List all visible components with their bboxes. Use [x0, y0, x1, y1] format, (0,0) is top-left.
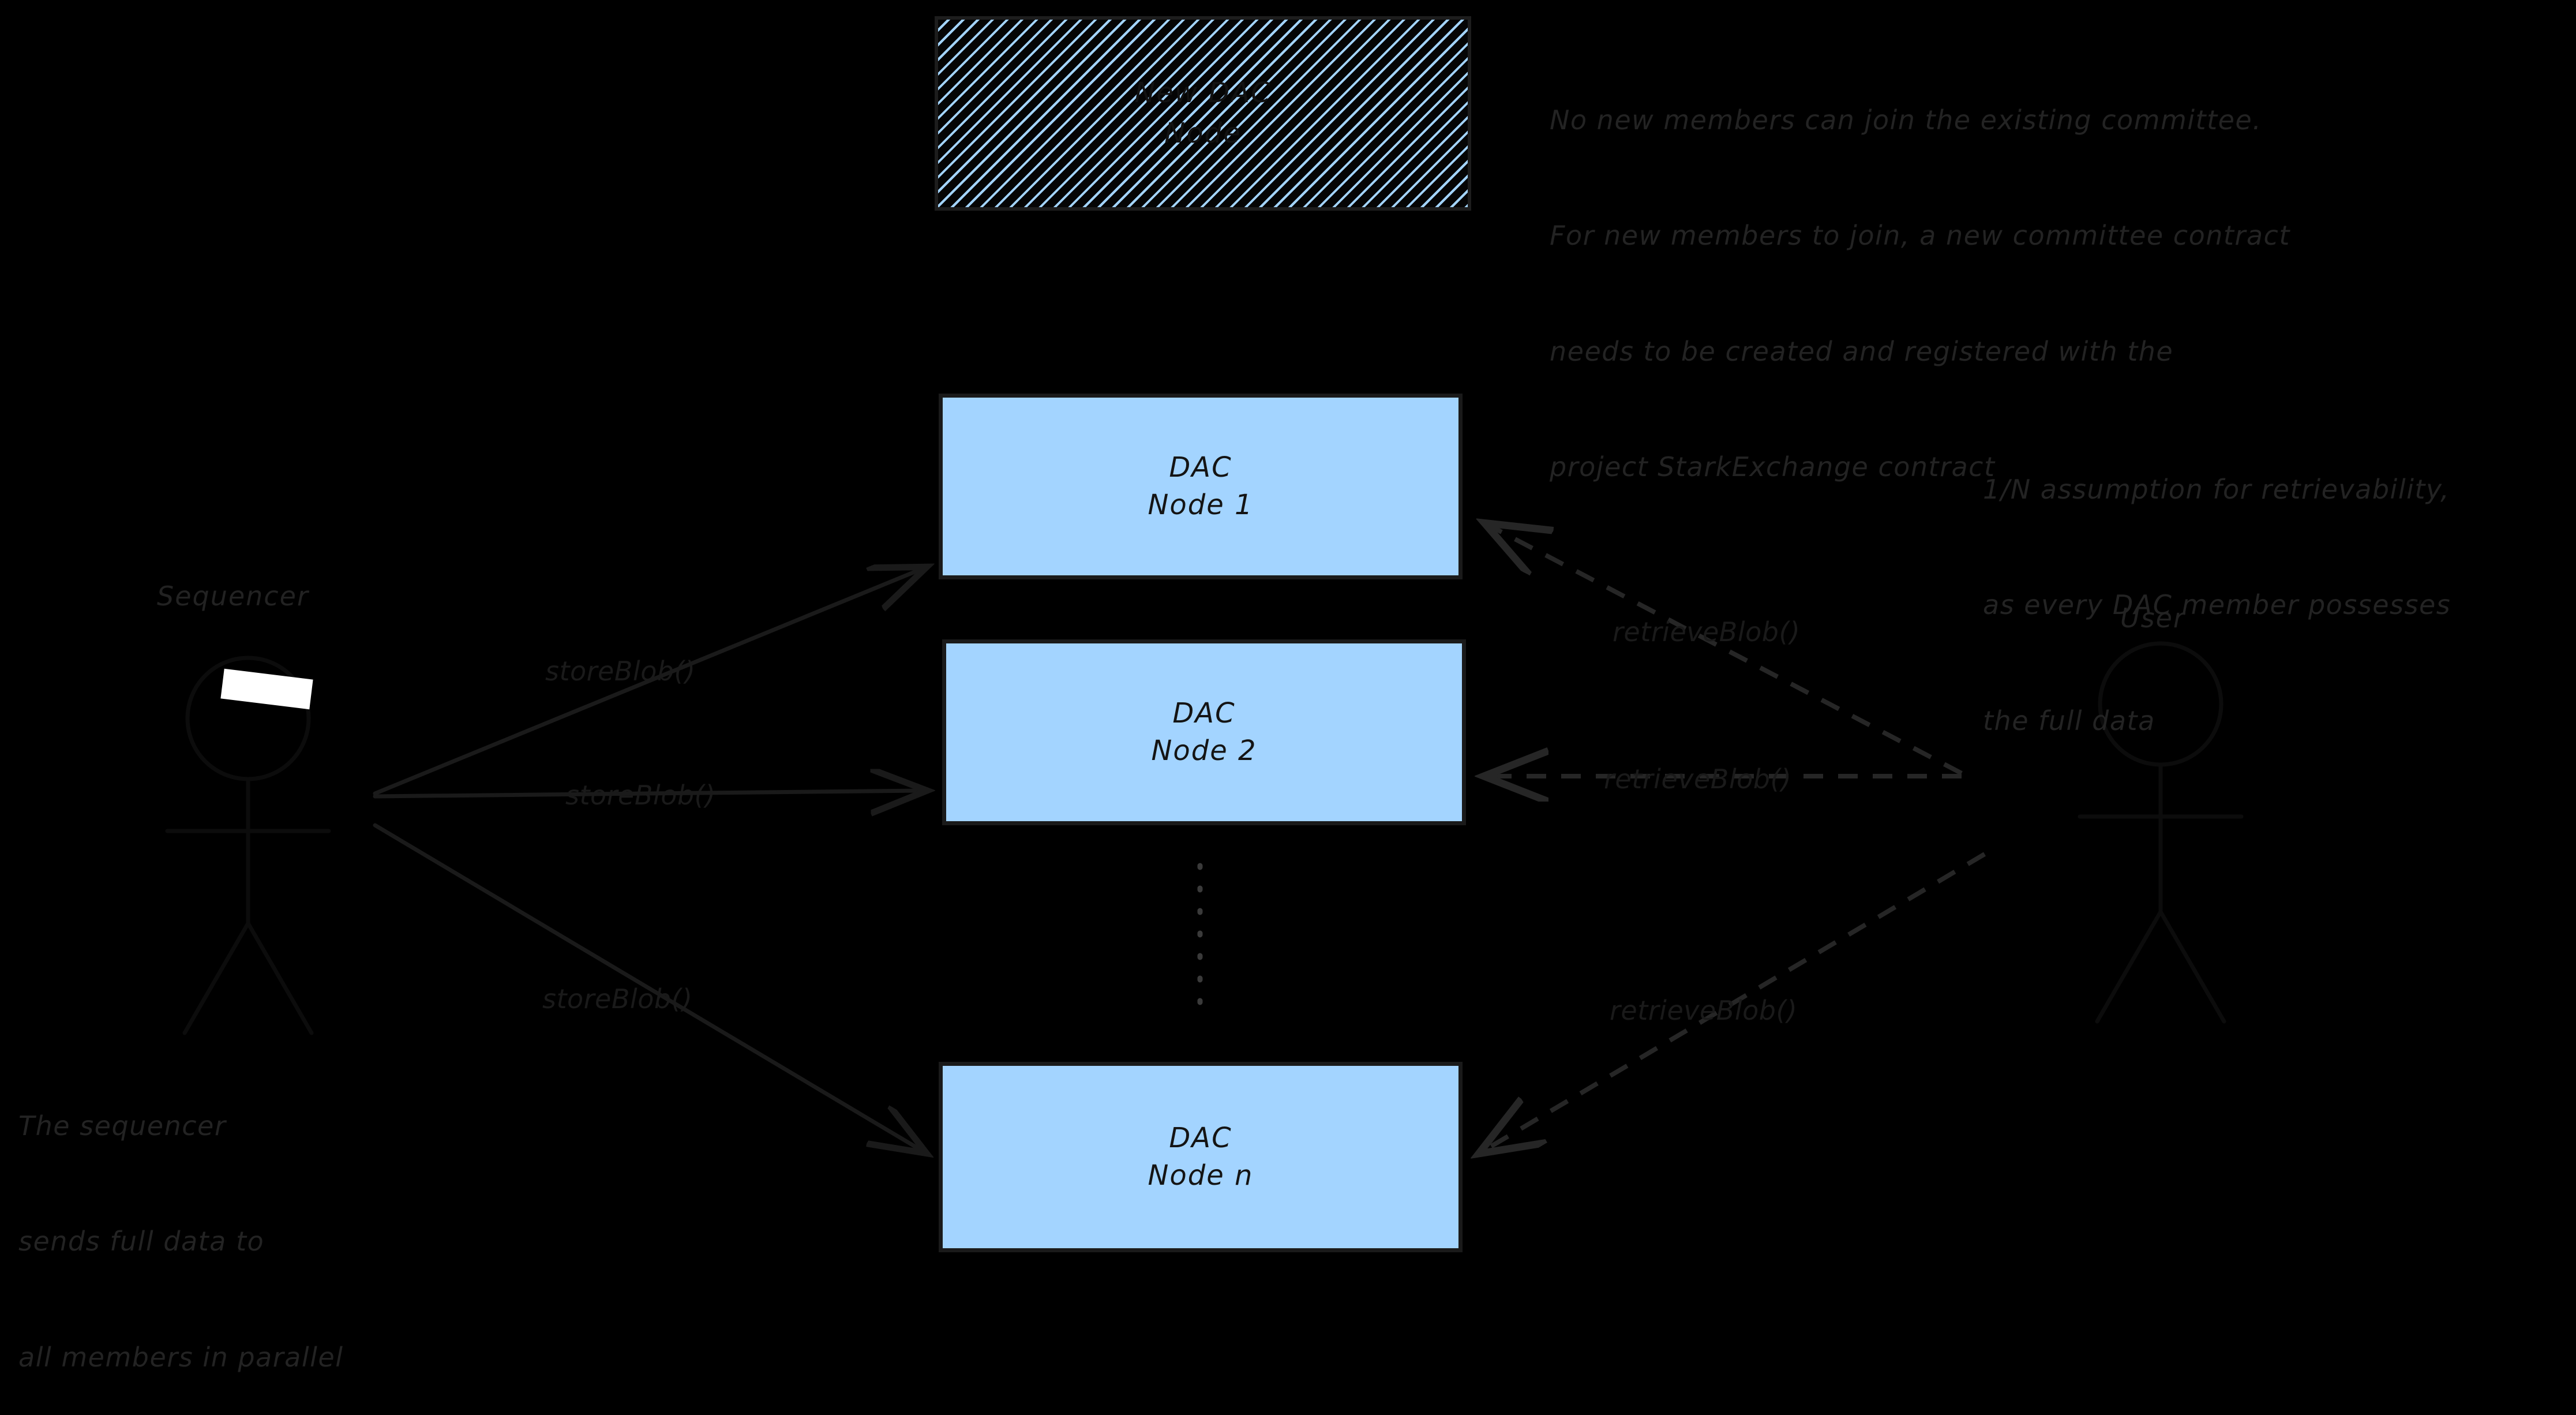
sequencer-figure-icon — [165, 656, 331, 1035]
new-dac-node-box[interactable]: New DAC Node — [935, 16, 1471, 211]
retrieve-blob-label-noden: retrieveBlob() — [1610, 995, 1798, 1026]
store-blob-label-node2: storeBlob() — [565, 780, 716, 811]
dac-node-n-line1: DAC — [1169, 1122, 1232, 1155]
retrieve-blob-arrow-noden — [1483, 852, 1986, 1151]
note-sequencer-parallel-line-2: sends full data to — [18, 1226, 265, 1257]
user-label: User — [2120, 602, 2185, 634]
sequencer-leg-right-icon — [246, 921, 314, 1035]
user-leg-left-icon — [2095, 909, 2163, 1024]
note-retrievability: 1/N assumption for retrievability, as ev… — [1983, 394, 2451, 778]
note-sequencer-parallel-line-1: The sequencer — [18, 1110, 227, 1142]
note-new-member-line-3: needs to be created and registered with … — [1550, 335, 2174, 367]
retrieve-blob-label-node1: retrieveBlob() — [1613, 616, 1801, 647]
sequencer-leg-left-icon — [182, 921, 250, 1035]
retrieve-blob-label-node2: retrieveBlob() — [1604, 763, 1792, 795]
new-dac-node-line2: Node — [1164, 117, 1242, 149]
note-retrievability-line-3: the full data — [1983, 705, 2155, 736]
dac-node-2-box[interactable]: DAC Node 2 — [942, 639, 1466, 825]
note-new-member: No new members can join the existing com… — [1550, 24, 2290, 525]
store-blob-arrow-node1 — [373, 568, 923, 796]
store-blob-arrow-noden — [373, 823, 923, 1151]
store-blob-arrow-node2 — [373, 791, 923, 796]
note-new-member-line-2: For new members to join, a new committee… — [1550, 220, 2290, 252]
dac-node-n-line2: Node n — [1148, 1159, 1254, 1192]
user-leg-right-icon — [2158, 909, 2226, 1024]
retrieve-blob-connectors — [1483, 525, 1986, 1151]
new-dac-node-line1: New DAC — [1134, 76, 1272, 109]
dac-node-2-line2: Node 2 — [1151, 735, 1257, 767]
note-new-member-line-4: project StarkExchange contract — [1550, 451, 1996, 482]
note-new-member-line-1: No new members can join the existing com… — [1550, 104, 2262, 136]
sequencer-label: Sequencer — [157, 581, 309, 612]
user-figure-icon — [2078, 641, 2244, 1024]
dac-node-n-box[interactable]: DAC Node n — [939, 1062, 1463, 1252]
dac-node-1-line1: DAC — [1169, 451, 1232, 484]
dac-node-1-line2: Node 1 — [1148, 489, 1254, 521]
dac-node-2-line1: DAC — [1172, 697, 1236, 730]
note-retrievability-line-1: 1/N assumption for retrievability, — [1983, 474, 2450, 506]
store-blob-label-noden: storeBlob() — [542, 983, 693, 1015]
note-retrievability-line-2: as every DAC member possesses — [1983, 589, 2451, 621]
diagram-canvas — [165, 0, 2244, 1267]
note-sequencer-parallel-line-3: all members in parallel — [18, 1341, 344, 1373]
note-sequencer-parallel: The sequencer sends full data to all mem… — [18, 1030, 343, 1415]
dac-node-1-box[interactable]: DAC Node 1 — [939, 394, 1463, 579]
store-blob-connectors — [373, 568, 923, 1151]
store-blob-label-node1: storeBlob() — [545, 656, 696, 687]
